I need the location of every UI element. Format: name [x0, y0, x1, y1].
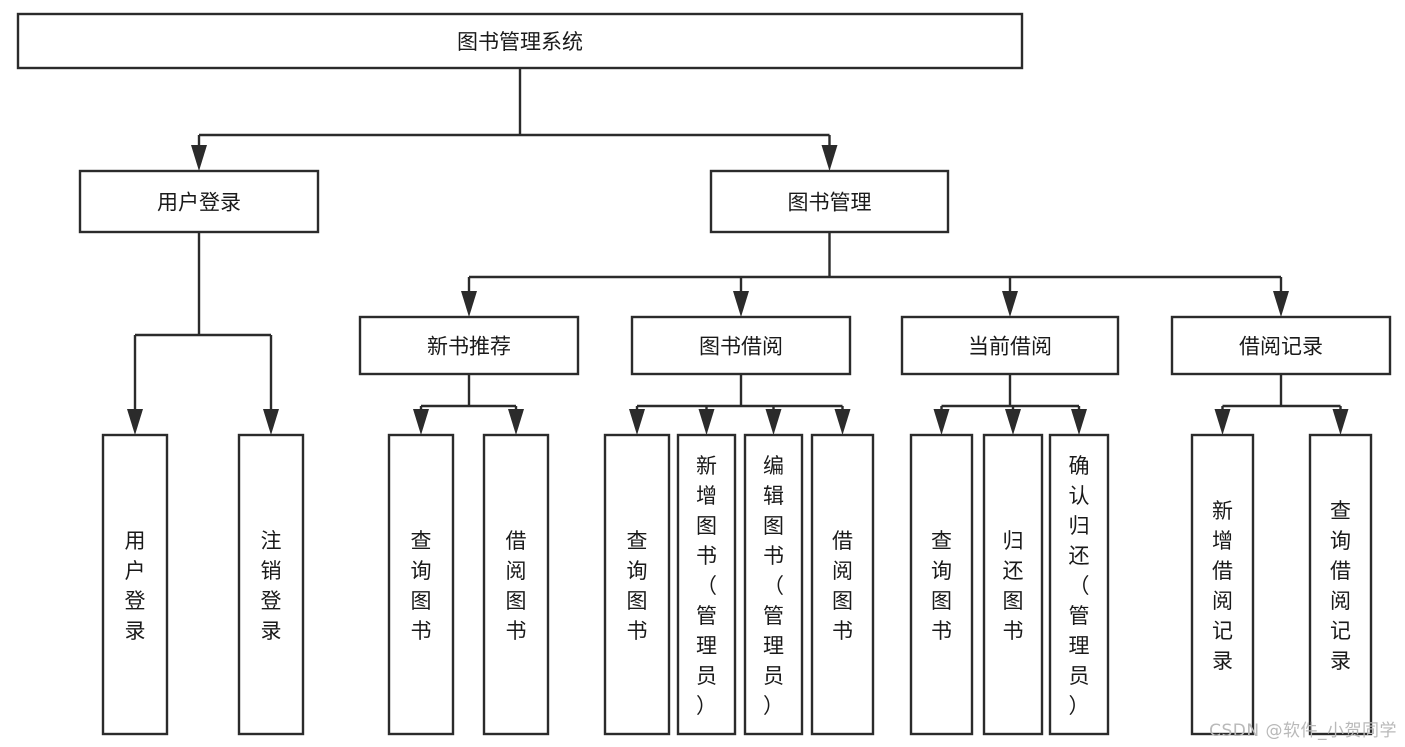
node-label: 借阅图书 — [832, 529, 853, 643]
node-label: 图书借阅 — [699, 335, 783, 359]
node-box[interactable] — [1170, 315, 1392, 376]
arrow-head-root-to-user-login — [191, 145, 207, 171]
node-box[interactable] — [900, 315, 1120, 376]
arrow-head-book-borrow-to-leaf-edit-book — [765, 409, 782, 435]
node-current-borrow[interactable]: 当前借阅 — [900, 315, 1120, 376]
node-leaf-add-record[interactable]: 新增借阅记录 — [1190, 433, 1255, 736]
node-label: 查询图书 — [627, 529, 648, 643]
arrow-head-current-borrow-to-leaf-confirm-return — [1071, 409, 1087, 435]
node-label: 确认归还（管理员） — [1069, 454, 1090, 718]
node-box[interactable] — [1308, 433, 1373, 736]
node-leaf-edit-book[interactable]: 编辑图书（管理员） — [743, 433, 804, 736]
node-label: 归还图书 — [1003, 529, 1024, 643]
node-box[interactable] — [101, 433, 169, 736]
node-box[interactable] — [482, 433, 550, 736]
node-borrow-record[interactable]: 借阅记录 — [1170, 315, 1392, 376]
node-new-book-rec[interactable]: 新书推荐 — [358, 315, 580, 376]
node-label: 查询借阅记录 — [1330, 499, 1351, 673]
node-label: 注销登录 — [261, 529, 282, 643]
node-label: 新增图书（管理员） — [696, 454, 717, 718]
node-box[interactable] — [1190, 433, 1255, 736]
node-label: 借阅记录 — [1239, 335, 1323, 359]
node-label: 新书推荐 — [427, 335, 511, 359]
arrow-head-book-manage-to-current-borrow — [1002, 291, 1018, 317]
nodes-layer: 图书管理系统用户登录图书管理新书推荐图书借阅当前借阅借阅记录用户登录注销登录查询… — [16, 12, 1392, 736]
node-book-borrow[interactable]: 图书借阅 — [630, 315, 852, 376]
node-leaf-confirm-return[interactable]: 确认归还（管理员） — [1048, 433, 1110, 736]
arrow-head-new-book-rec-to-leaf-query-book-rec — [413, 409, 429, 435]
node-box[interactable] — [630, 315, 852, 376]
arrow-head-user-login-to-leaf-user-login — [127, 409, 143, 435]
arrow-head-root-to-book-manage — [821, 145, 838, 171]
node-leaf-borrow-book-rec[interactable]: 借阅图书 — [482, 433, 550, 736]
node-box[interactable] — [358, 315, 580, 376]
arrow-head-borrow-record-to-leaf-add-record — [1214, 409, 1231, 435]
node-label: 用户登录 — [125, 529, 146, 643]
node-box[interactable] — [1048, 433, 1110, 736]
node-label: 查询图书 — [931, 529, 952, 643]
arrow-head-book-manage-to-borrow-record — [1273, 291, 1289, 317]
node-label: 查询图书 — [411, 529, 432, 643]
node-leaf-user-logout[interactable]: 注销登录 — [237, 433, 305, 736]
arrow-head-book-manage-to-book-borrow — [733, 291, 749, 317]
node-label: 图书管理 — [788, 191, 872, 215]
node-label: 用户登录 — [157, 191, 241, 215]
arrow-head-book-borrow-to-leaf-add-book — [698, 409, 715, 435]
node-box[interactable] — [78, 169, 320, 234]
arrow-head-current-borrow-to-leaf-return-book — [1005, 409, 1021, 435]
arrow-head-new-book-rec-to-leaf-borrow-book-rec — [508, 409, 524, 435]
node-box[interactable] — [810, 433, 875, 736]
watermark: CSDN @软件_小贺同学 — [1209, 721, 1397, 741]
node-book-manage[interactable]: 图书管理 — [709, 169, 950, 234]
arrow-head-user-login-to-leaf-user-logout — [263, 409, 279, 435]
arrow-head-current-borrow-to-leaf-query-book-cur — [933, 409, 950, 435]
node-label: 新增借阅记录 — [1212, 499, 1233, 673]
node-box[interactable] — [982, 433, 1044, 736]
arrow-head-borrow-record-to-leaf-query-record — [1332, 409, 1349, 435]
node-leaf-query-book-cur[interactable]: 查询图书 — [909, 433, 974, 736]
arrow-head-book-manage-to-new-book-rec — [461, 291, 477, 317]
node-leaf-borrow-book-bor[interactable]: 借阅图书 — [810, 433, 875, 736]
node-leaf-add-book[interactable]: 新增图书（管理员） — [676, 433, 737, 736]
node-box[interactable] — [743, 433, 804, 736]
edges-layer — [127, 68, 1349, 435]
node-leaf-query-book-rec[interactable]: 查询图书 — [387, 433, 455, 736]
node-label: 当前借阅 — [968, 335, 1052, 359]
node-box[interactable] — [709, 169, 950, 234]
node-box[interactable] — [16, 12, 1024, 70]
node-leaf-return-book[interactable]: 归还图书 — [982, 433, 1044, 736]
arrow-head-book-borrow-to-leaf-borrow-book-bor — [834, 409, 851, 435]
node-label: 编辑图书（管理员） — [763, 454, 784, 718]
node-root-图书管理系统[interactable]: 图书管理系统 — [16, 12, 1024, 70]
node-box[interactable] — [237, 433, 305, 736]
node-leaf-query-book-bor[interactable]: 查询图书 — [603, 433, 671, 736]
node-box[interactable] — [603, 433, 671, 736]
arrow-head-book-borrow-to-leaf-query-book-bor — [629, 409, 645, 435]
node-box[interactable] — [387, 433, 455, 736]
node-box[interactable] — [909, 433, 974, 736]
node-leaf-user-login[interactable]: 用户登录 — [101, 433, 169, 736]
node-box[interactable] — [676, 433, 737, 736]
node-label: 借阅图书 — [506, 529, 527, 643]
node-user-login[interactable]: 用户登录 — [78, 169, 320, 234]
node-label: 图书管理系统 — [457, 30, 583, 54]
node-leaf-query-record[interactable]: 查询借阅记录 — [1308, 433, 1373, 736]
